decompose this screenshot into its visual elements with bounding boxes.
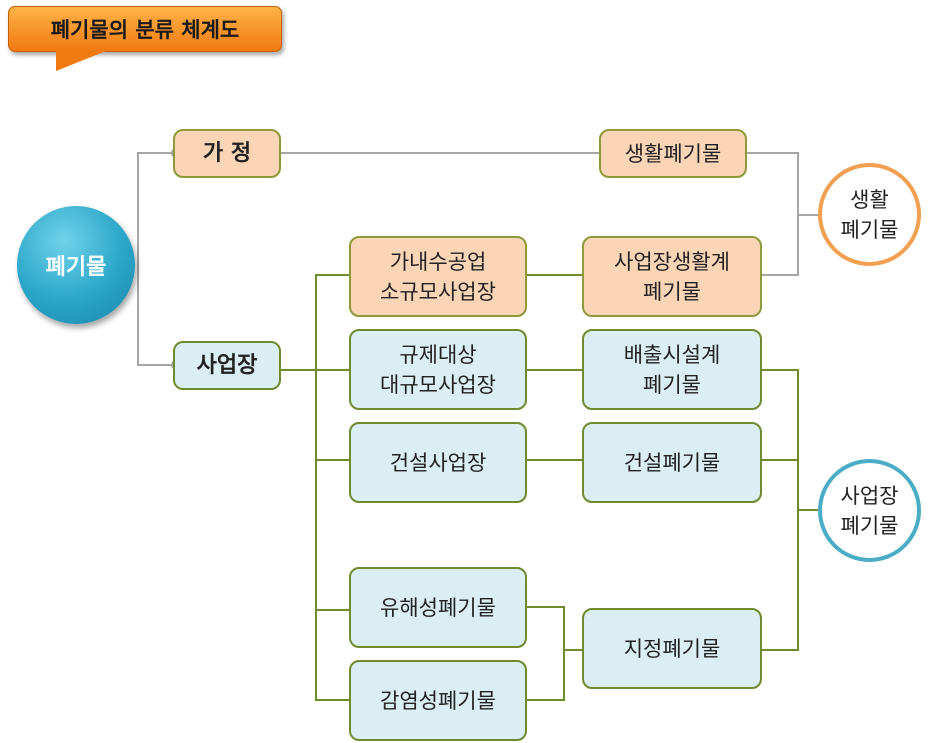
category-domestic-waste: 생활 폐기물 xyxy=(818,163,921,266)
source-regulated-business: 규제대상 대규모사업장 xyxy=(349,329,527,410)
title-banner-tail xyxy=(56,51,106,71)
source-hazardous: 유해성폐기물 xyxy=(349,567,527,648)
category-business-waste: 사업장 폐기물 xyxy=(818,459,921,562)
diagram-title: 폐기물의 분류 체계도 xyxy=(8,6,282,52)
waste-designated: 지정폐기물 xyxy=(582,608,762,689)
waste-facility-emission: 배출시설계 폐기물 xyxy=(582,329,762,410)
source-construction-site: 건설사업장 xyxy=(349,422,527,503)
source-infectious: 감염성폐기물 xyxy=(349,660,527,741)
branch-household: 가 정 xyxy=(173,129,281,178)
branch-business: 사업장 xyxy=(173,341,281,390)
waste-construction: 건설폐기물 xyxy=(582,422,762,503)
waste-domestic: 생활폐기물 xyxy=(599,129,747,178)
waste-business-domestic: 사업장생활계 폐기물 xyxy=(582,236,762,317)
source-small-business: 가내수공업 소규모사업장 xyxy=(349,236,527,317)
root-node-waste: 폐기물 xyxy=(17,206,135,324)
